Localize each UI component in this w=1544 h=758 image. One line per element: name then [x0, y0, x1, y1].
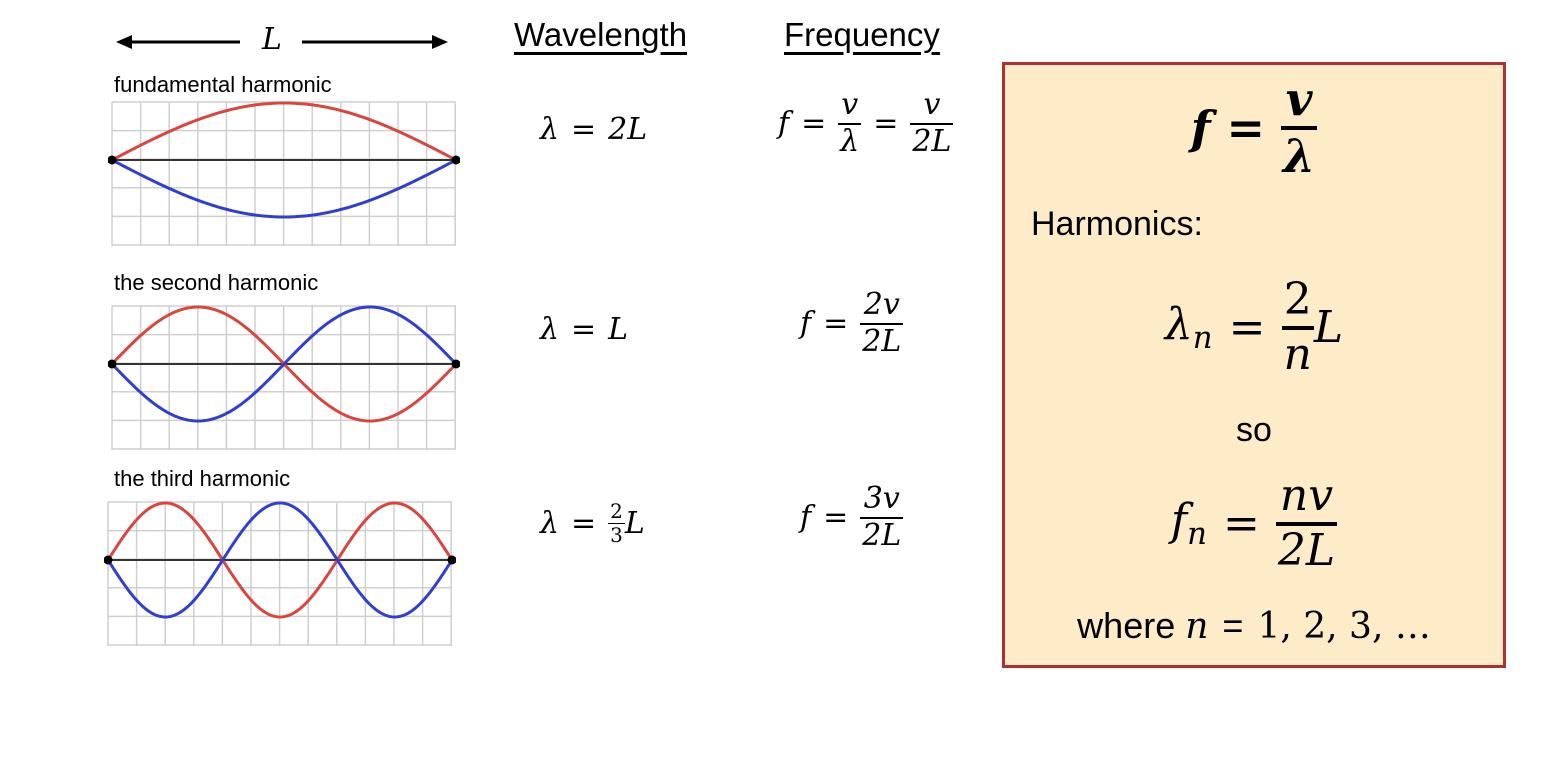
second-harmonic-wave-diagram [108, 305, 460, 450]
node-dot [447, 555, 456, 565]
third-harmonic-wave-diagram [104, 501, 456, 646]
node-dot [108, 155, 117, 165]
caption-fundamental: fundamental harmonic [114, 72, 332, 97]
wave-red [111, 101, 457, 162]
node-dot [451, 359, 460, 369]
length-arrow [116, 35, 448, 49]
wave-red [106, 501, 454, 619]
wavelength-header: Wavelength [514, 16, 688, 53]
wave-blue [106, 501, 454, 619]
caption-second: the second harmonic [114, 270, 319, 295]
grid [107, 501, 452, 646]
length-label: L [262, 22, 282, 57]
wavelength-eq-1: λ=2L [540, 112, 648, 147]
caption-third: the third harmonic [114, 466, 291, 491]
so-label: so [1236, 411, 1272, 449]
where-clause: where n = 1, 2, 3, … [1077, 605, 1431, 647]
grid [111, 101, 456, 246]
fundamental-wave-diagram [108, 101, 460, 246]
wave-blue [110, 305, 458, 423]
harmonics-label: Harmonics: [1031, 205, 1203, 243]
node-dot [451, 155, 460, 165]
frequency-header: Frequency [784, 16, 940, 53]
wave-blue [111, 158, 457, 219]
node-dot [108, 359, 117, 369]
wavelength-eq-2: λ=L [540, 312, 629, 347]
node-dot [104, 555, 113, 565]
grid [111, 305, 456, 450]
